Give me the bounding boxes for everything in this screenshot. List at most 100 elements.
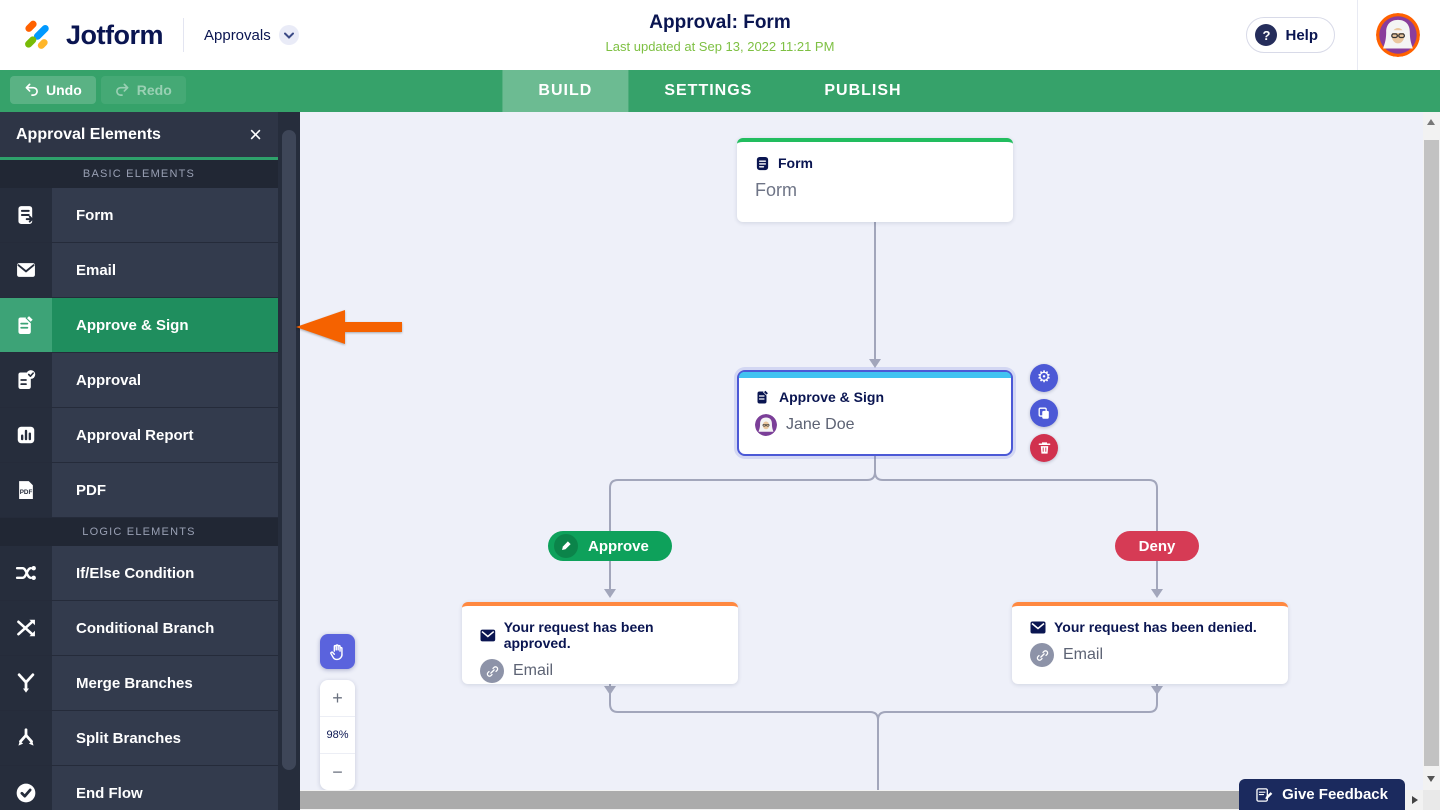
form-icon: [0, 188, 52, 242]
sidebar-item-label: Conditional Branch: [52, 601, 278, 655]
pointer-arrow-head: [296, 310, 345, 344]
horizontal-scrollbar[interactable]: [300, 790, 1423, 810]
horizontal-scrollbar-thumb[interactable]: [300, 791, 1250, 809]
scroll-right-arrow-icon[interactable]: [1412, 796, 1418, 804]
close-icon[interactable]: ×: [249, 121, 262, 147]
report-icon: [0, 408, 52, 462]
last-updated-status: Last updated at Sep 13, 2022 11:21 PM: [605, 39, 835, 54]
sidebar-item-split-branches[interactable]: Split Branches: [0, 711, 278, 766]
pan-tool-button[interactable]: [320, 634, 355, 669]
email-link-label: Email: [1063, 646, 1104, 663]
redo-label: Redo: [136, 82, 172, 98]
tab-publish[interactable]: PUBLISH: [824, 82, 902, 99]
envelope-icon: [480, 629, 496, 641]
trash-icon: [1038, 442, 1050, 454]
tab-settings[interactable]: SETTINGS: [664, 82, 753, 99]
approvals-dropdown-label: Approvals: [204, 26, 271, 44]
node-duplicate-button[interactable]: [1030, 399, 1058, 427]
email-subject: Your request has been denied.: [1054, 619, 1257, 635]
link-icon: [480, 659, 504, 683]
merge-branches-icon: [0, 656, 52, 710]
duplicate-icon: [1038, 407, 1049, 419]
sidebar-item-form[interactable]: Form: [0, 188, 278, 243]
sidebar-item-label: Split Branches: [52, 711, 278, 765]
sidebar-item-label: End Flow: [52, 766, 278, 810]
sidebar-item-label: PDF: [52, 463, 278, 517]
section-logic-elements: LOGIC ELEMENTS: [0, 518, 278, 546]
approve-branch-label: Approve: [588, 537, 649, 555]
split-branches-icon: [0, 711, 52, 765]
vertical-scrollbar-thumb[interactable]: [1424, 140, 1439, 766]
form-document-icon: [756, 156, 769, 170]
zoom-controls: + 98% −: [320, 680, 355, 790]
section-basic-elements: BASIC ELEMENTS: [0, 160, 278, 188]
page-title: Approval: Form: [649, 12, 791, 33]
header-divider: [1357, 0, 1358, 70]
sidebar-item-approval[interactable]: Approval: [0, 353, 278, 408]
sidebar-item-label: Form: [52, 188, 278, 242]
approval-elements-panel: Approval Elements × BASIC ELEMENTS Form …: [0, 112, 278, 810]
sidebar-item-approve-sign[interactable]: Approve & Sign: [0, 298, 278, 353]
jotform-logo[interactable]: Jotform: [0, 18, 164, 52]
sidebar-item-email[interactable]: Email: [0, 243, 278, 298]
question-mark-icon: ?: [1255, 24, 1278, 46]
tab-build[interactable]: BUILD: [502, 70, 629, 112]
undo-icon: [25, 83, 38, 96]
denied-email-node[interactable]: Your request has been denied. Email: [1012, 602, 1288, 684]
node-delete-button[interactable]: [1030, 434, 1058, 462]
scroll-down-arrow-icon[interactable]: [1427, 776, 1435, 782]
sidebar-item-label: Email: [52, 243, 278, 297]
if-else-icon: [0, 546, 52, 600]
approval-icon: [0, 353, 52, 407]
scroll-up-arrow-icon[interactable]: [1427, 119, 1435, 125]
email-link-label: Email: [513, 662, 554, 679]
sign-pen-icon: [554, 534, 578, 558]
envelope-icon: [1030, 621, 1046, 633]
node-settings-button[interactable]: ⚙: [1030, 364, 1058, 392]
give-feedback-button[interactable]: Give Feedback: [1239, 779, 1405, 810]
feedback-icon: [1256, 787, 1273, 802]
help-button-label: Help: [1285, 26, 1318, 44]
redo-button[interactable]: Redo: [100, 76, 186, 104]
email-link[interactable]: Email: [1030, 643, 1270, 667]
approve-sign-node-icon: [757, 389, 769, 404]
approved-email-node[interactable]: Your request has been approved. Email: [462, 602, 738, 684]
undo-label: Undo: [46, 82, 82, 98]
sidebar-scrollbar-thumb[interactable]: [282, 130, 296, 770]
vertical-scrollbar[interactable]: [1423, 112, 1440, 790]
sidebar-item-approval-report[interactable]: Approval Report: [0, 408, 278, 463]
sidebar-item-pdf[interactable]: PDF PDF: [0, 463, 278, 518]
sidebar-item-label: Approval Report: [52, 408, 278, 462]
conditional-branch-icon: [0, 601, 52, 655]
sidebar-item-label: If/Else Condition: [52, 546, 278, 600]
deny-branch-label: Deny: [1138, 537, 1176, 555]
deny-branch-pill[interactable]: Deny: [1115, 531, 1199, 561]
node-action-buttons: ⚙: [1030, 364, 1058, 462]
zoom-in-button[interactable]: +: [332, 687, 343, 708]
sidebar-item-end-flow[interactable]: End Flow: [0, 766, 278, 810]
app-header: Jotform Approvals Approval: Form Last up…: [0, 0, 1440, 70]
gear-icon: ⚙: [1036, 369, 1052, 386]
undo-button[interactable]: Undo: [10, 76, 96, 104]
sidebar-item-if-else-condition[interactable]: If/Else Condition: [0, 546, 278, 601]
sidebar-item-merge-branches[interactable]: Merge Branches: [0, 656, 278, 711]
form-node[interactable]: Form Form: [737, 138, 1013, 222]
zoom-out-button[interactable]: −: [332, 761, 343, 782]
svg-text:PDF: PDF: [20, 489, 33, 496]
panel-accent-bar: [0, 157, 278, 160]
scrollbar-corner: [1423, 790, 1440, 810]
email-link[interactable]: Email: [480, 659, 720, 683]
assignee-name: Jane Doe: [786, 416, 855, 433]
flow-canvas[interactable]: Form Form Approve & Sign Jane Doe ⚙: [300, 112, 1423, 790]
sidebar-item-label: Merge Branches: [52, 656, 278, 710]
help-button[interactable]: ? Help: [1246, 17, 1335, 53]
approve-sign-icon: [0, 298, 52, 352]
user-avatar[interactable]: [1376, 13, 1420, 57]
selection-top-bar: [739, 372, 1011, 378]
approve-branch-pill[interactable]: Approve: [548, 531, 672, 561]
approvals-dropdown[interactable]: Approvals: [204, 25, 299, 45]
sidebar-item-conditional-branch[interactable]: Conditional Branch: [0, 601, 278, 656]
sidebar-scrollbar[interactable]: [278, 112, 300, 810]
pointer-arrow-bar: [340, 322, 402, 332]
approve-sign-node[interactable]: Approve & Sign Jane Doe: [737, 370, 1013, 456]
